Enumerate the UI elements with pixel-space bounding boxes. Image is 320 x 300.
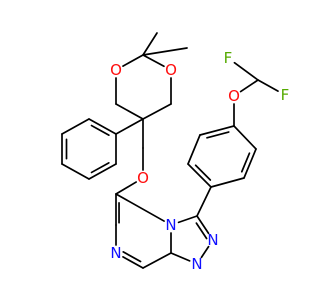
ring-oxygen-top: O <box>110 61 122 79</box>
double-bond-a1-a2 <box>194 164 212 181</box>
bond-np-cc <box>122 256 144 269</box>
fluorine-right: F <box>281 86 290 104</box>
bond-a5-a6 <box>243 148 257 179</box>
double-bond-ct-nt1 <box>195 222 208 240</box>
triazole-nitrogen-upper: N <box>207 231 218 249</box>
double-bond-np-cc <box>122 251 142 263</box>
double-bond-ph1-ph2 <box>90 124 110 137</box>
bond-a3-a4 <box>199 125 235 136</box>
bond-a1-a2 <box>187 163 212 188</box>
fused-nitrogen: N <box>165 216 176 234</box>
bond-ph4-ph5 <box>61 163 90 180</box>
bond-nt2-cd <box>170 252 191 262</box>
ether-oxygen: O <box>137 169 149 187</box>
bond-c4-c5 <box>142 103 172 120</box>
bond-lines <box>61 32 279 269</box>
phenoxy-oxygen: O <box>228 87 240 105</box>
bond-cc-cd <box>142 252 172 269</box>
bond-ct-a1 <box>196 186 212 217</box>
double-bond-ph5-ph6 <box>90 161 110 174</box>
bond-ph5-ph6 <box>88 163 117 180</box>
bond-ph2-ph3 <box>61 118 90 135</box>
double-bond-a5-a6 <box>240 152 251 173</box>
bond-ct-nt1 <box>196 215 210 235</box>
triazole-nitrogen-lower: N <box>191 255 202 273</box>
bond-nt1-nt2 <box>200 245 210 259</box>
bond-nf-ct <box>177 215 198 224</box>
bond-c5-c6 <box>115 103 144 120</box>
bond-c5-ph1 <box>115 118 144 135</box>
ring-oxygen-right: O <box>165 61 177 79</box>
bond-ph1-ph2 <box>88 118 117 135</box>
double-bond-a3-a4 <box>206 131 230 139</box>
bond-nf-ca <box>115 193 165 222</box>
bond-oe-ca <box>115 181 137 195</box>
bond-chf-f1 <box>233 61 259 81</box>
bond-chf-f2 <box>257 79 279 92</box>
pyrazine-nitrogen: N <box>110 244 121 262</box>
bond-a2-a3 <box>187 134 201 165</box>
bond-a4-a5 <box>233 125 257 150</box>
bond-o1-c2 <box>122 54 144 67</box>
bond-a6-a1 <box>210 177 245 188</box>
bond-c2-me2 <box>142 47 188 56</box>
fluorine-left: F <box>224 49 233 67</box>
bond-c2-me1 <box>142 32 158 56</box>
bond-oph-chf <box>239 79 259 93</box>
bond-c2-o3 <box>142 54 165 68</box>
